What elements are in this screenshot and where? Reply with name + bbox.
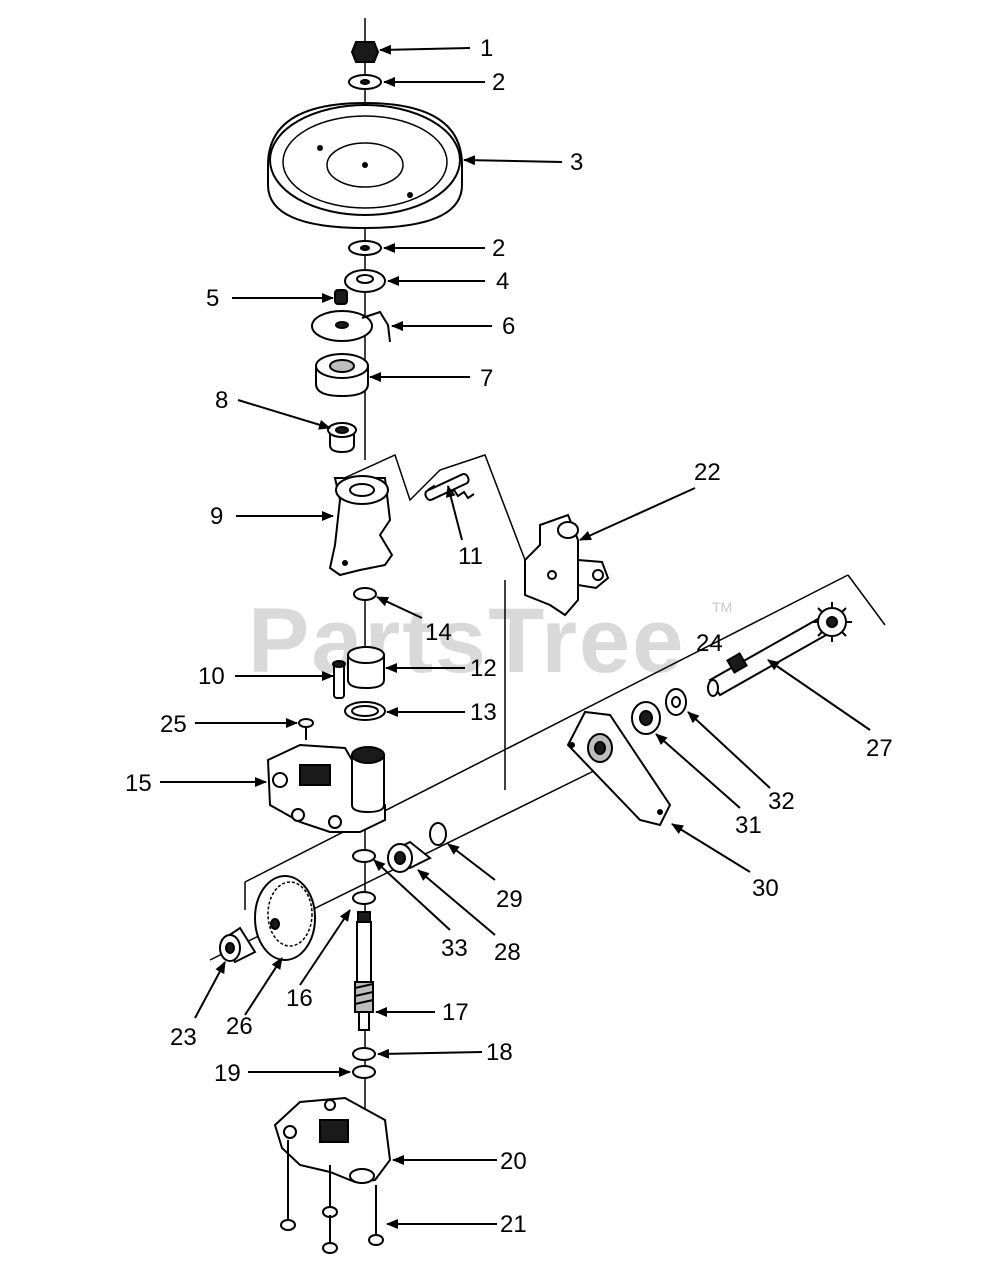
callout-31: 31 <box>735 812 762 839</box>
part-washer-top <box>348 74 382 90</box>
part-washer-33 <box>352 849 376 863</box>
callout-24: 24 <box>696 630 723 657</box>
callout-7: 7 <box>480 365 493 392</box>
callout-25: 25 <box>160 711 187 738</box>
callout-leaders <box>160 44 871 1229</box>
part-collar <box>347 646 385 690</box>
part-pin <box>332 660 346 699</box>
part-idler-bracket <box>328 475 394 577</box>
callout-6: 6 <box>502 313 515 340</box>
part-worm-shaft <box>354 911 374 1031</box>
part-lower-housing <box>273 1096 392 1184</box>
callout-10: 10 <box>198 663 225 690</box>
callout-2-lower: 2 <box>492 235 505 262</box>
callout-28: 28 <box>494 939 521 966</box>
callout-18: 18 <box>486 1039 513 1066</box>
part-nut <box>350 41 380 63</box>
part-bolts <box>280 1140 384 1254</box>
part-idler-plate <box>311 310 391 343</box>
callout-29: 29 <box>496 886 523 913</box>
part-bearing <box>315 353 369 398</box>
callout-19: 19 <box>214 1060 241 1087</box>
callout-21: 21 <box>500 1211 527 1238</box>
part-screw <box>298 718 314 740</box>
part-washers-lower <box>352 1047 376 1079</box>
part-side-plate <box>566 710 672 827</box>
callout-23: 23 <box>170 1024 197 1051</box>
part-axle <box>707 602 852 697</box>
callout-16: 16 <box>286 985 313 1012</box>
callout-30: 30 <box>752 875 779 902</box>
part-pulley <box>267 101 463 230</box>
callout-5: 5 <box>206 285 219 312</box>
callout-labels: 1 2 3 2 4 5 6 7 8 9 11 22 14 24 10 12 13… <box>125 35 893 1238</box>
part-bushing-23 <box>219 926 257 964</box>
part-spacer-washer <box>344 269 386 293</box>
callout-13: 13 <box>470 699 497 726</box>
part-sleeve-bearing <box>387 840 432 873</box>
callout-12: 12 <box>470 655 497 682</box>
callout-22: 22 <box>694 459 721 486</box>
callout-33: 33 <box>441 935 468 962</box>
callout-4: 4 <box>496 268 509 295</box>
callout-17: 17 <box>442 999 469 1026</box>
part-gear <box>254 875 316 961</box>
callout-3: 3 <box>570 149 583 176</box>
part-washer-32 <box>665 688 687 716</box>
part-ring-29 <box>429 822 447 846</box>
callout-27: 27 <box>866 735 893 762</box>
part-o-ring <box>344 701 386 721</box>
part-bushing <box>327 422 357 454</box>
watermark-trademark: TM <box>712 599 732 615</box>
part-mounting-bracket <box>524 513 610 617</box>
bracket-leader-lines <box>339 453 526 561</box>
callout-11: 11 <box>458 543 483 570</box>
callout-8: 8 <box>215 387 228 414</box>
part-fitting <box>334 289 348 305</box>
callout-20: 20 <box>500 1148 527 1175</box>
part-washer-16 <box>352 891 376 905</box>
callout-32: 32 <box>768 788 795 815</box>
callout-15: 15 <box>125 770 152 797</box>
callout-2-top: 2 <box>492 69 505 96</box>
part-upper-housing <box>266 743 386 833</box>
part-snap-ring <box>353 587 377 601</box>
callout-26: 26 <box>226 1013 253 1040</box>
callout-1: 1 <box>480 35 493 62</box>
callout-9: 9 <box>210 503 223 530</box>
part-washer-lower <box>348 240 382 256</box>
part-bearing-31 <box>631 701 661 735</box>
callout-14: 14 <box>425 619 452 646</box>
